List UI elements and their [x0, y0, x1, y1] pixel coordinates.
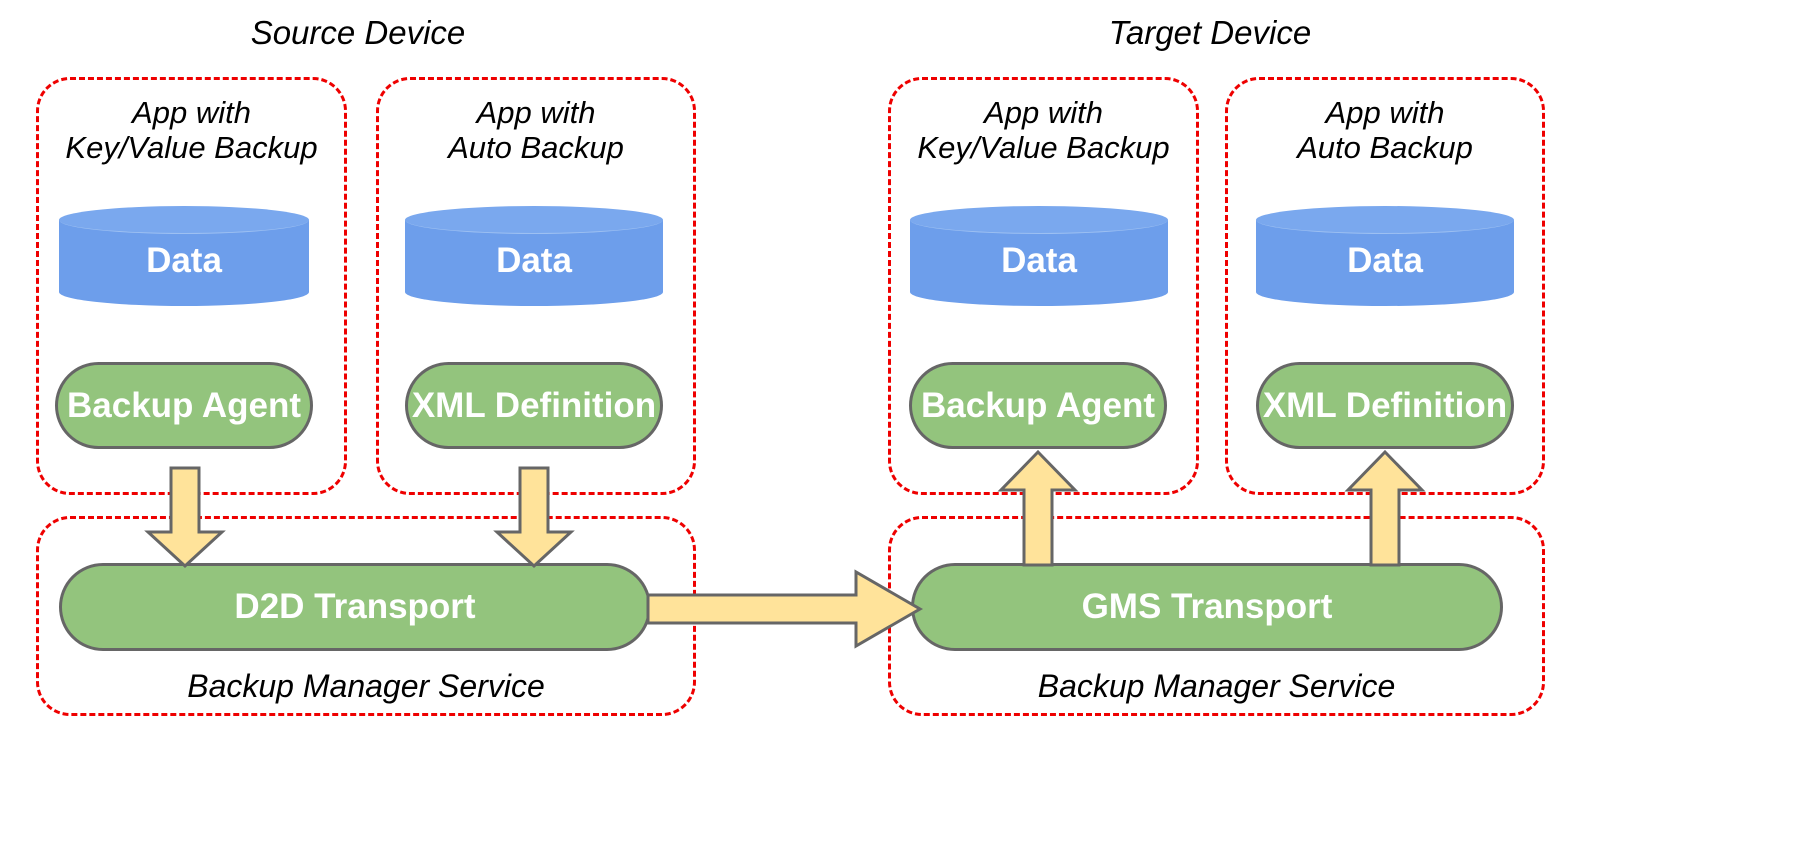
cylinder-top-ellipse	[910, 206, 1168, 234]
source-app-auto-data-label: Data	[496, 241, 572, 280]
source-app-auto-data-cylinder: Data	[405, 206, 663, 306]
target-app-kv-data-label: Data	[1001, 241, 1077, 280]
arrow-source-auto-xml-to-d2d	[493, 466, 575, 569]
source-xml-definition-pill[interactable]: XML Definition	[405, 362, 663, 449]
target-xml-definition-pill[interactable]: XML Definition	[1256, 362, 1514, 449]
arrow-gms-to-target-auto-xml	[1344, 449, 1426, 567]
arrow-d2d-to-gms	[646, 569, 923, 649]
cylinder-top-ellipse	[1256, 206, 1514, 234]
cylinder-top-ellipse	[59, 206, 309, 234]
target-backup-agent-pill[interactable]: Backup Agent	[909, 362, 1167, 449]
target-app-auto-label: App with Auto Backup	[1297, 95, 1473, 165]
target-backup-manager-service-label: Backup Manager Service	[1037, 668, 1396, 704]
source-backup-manager-service-label: Backup Manager Service	[187, 668, 545, 704]
gms-transport-pill[interactable]: GMS Transport	[911, 563, 1503, 651]
target-device-title: Target Device	[1108, 14, 1312, 51]
source-device-title: Source Device	[250, 14, 466, 51]
target-app-kv-label: App with Key/Value Backup	[917, 95, 1170, 165]
cylinder-top-ellipse	[405, 206, 663, 234]
source-backup-agent-pill[interactable]: Backup Agent	[55, 362, 313, 449]
source-app-kv-data-cylinder: Data	[59, 206, 309, 306]
d2d-transport-pill[interactable]: D2D Transport	[59, 563, 651, 651]
target-app-kv-data-cylinder: Data	[910, 206, 1168, 306]
arrow-source-kv-agent-to-d2d	[144, 466, 226, 569]
source-app-kv-data-label: Data	[146, 241, 222, 280]
target-app-auto-data-cylinder: Data	[1256, 206, 1514, 306]
arrow-gms-to-target-kv-agent	[997, 449, 1079, 567]
source-app-kv-label: App with Key/Value Backup	[65, 95, 318, 165]
target-app-auto-data-label: Data	[1347, 241, 1423, 280]
source-app-auto-label: App with Auto Backup	[448, 95, 624, 165]
